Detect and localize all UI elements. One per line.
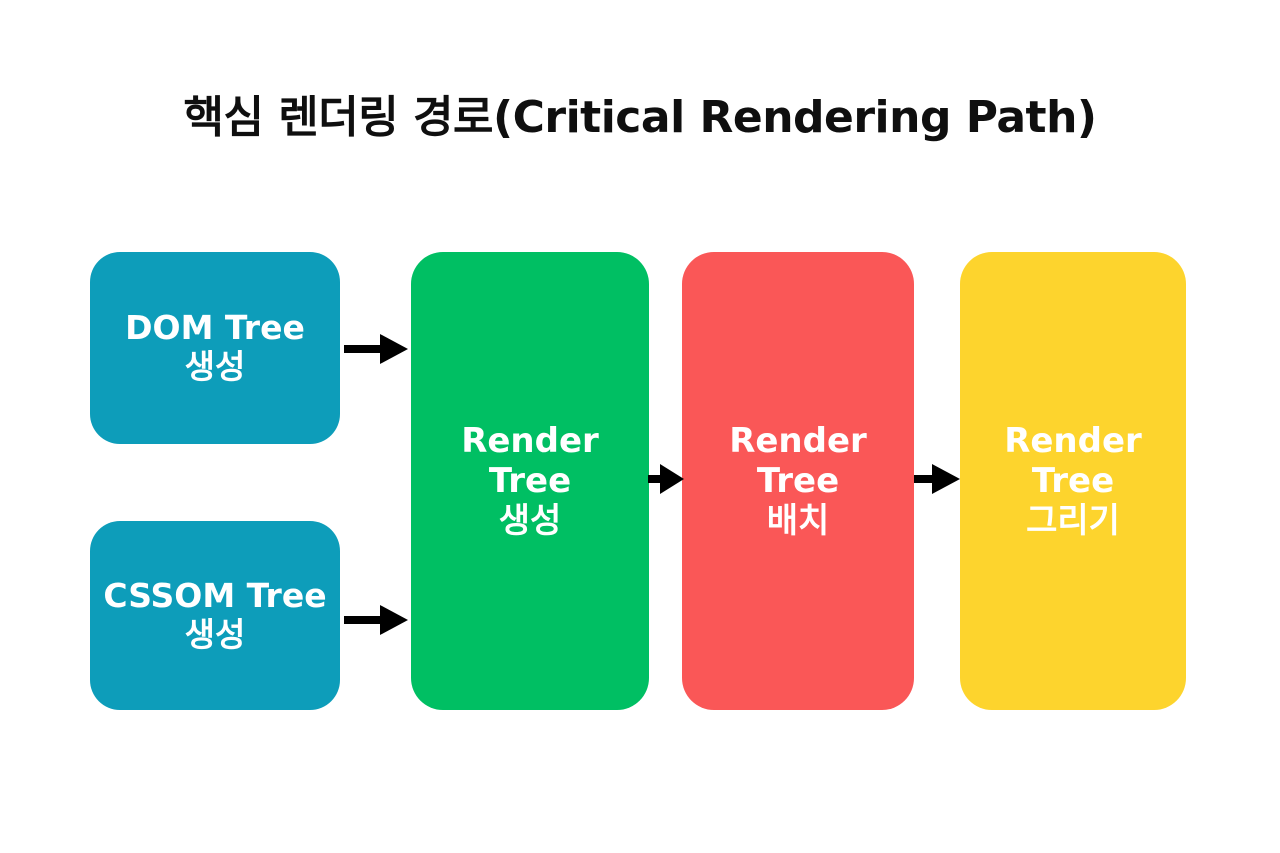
node-render-tree-paint-label-line1: Render bbox=[1004, 420, 1142, 461]
node-render-tree-create-label-line1: Render bbox=[461, 420, 599, 461]
arrow-right-icon-dom-to-render-tree bbox=[344, 334, 408, 364]
arrow-right-icon-cssom-to-render-tree bbox=[344, 605, 408, 635]
node-cssom-tree-label-hangul: 생성 bbox=[184, 614, 246, 654]
node-render-tree-create-label-hangul: 생성 bbox=[498, 501, 562, 542]
node-cssom-tree[interactable]: CSSOM Tree 생성 bbox=[90, 521, 340, 710]
node-render-tree-layout-label-hangul: 배치 bbox=[766, 501, 830, 542]
page-title: 핵심 렌더링 경로(Critical Rendering Path) bbox=[183, 92, 1098, 143]
node-dom-tree-label-latin: DOM Tree bbox=[125, 308, 305, 348]
node-render-tree-layout-label-line2: Tree bbox=[756, 460, 840, 501]
node-dom-tree-label-hangul: 생성 bbox=[184, 347, 246, 386]
arrow-right-icon-create-to-layout bbox=[648, 464, 684, 494]
node-dom-tree[interactable]: DOM Tree 생성 bbox=[90, 252, 340, 444]
node-cssom-tree-label-latin: CSSOM Tree bbox=[103, 575, 327, 615]
node-render-tree-create[interactable]: Render Tree 생성 bbox=[411, 252, 649, 710]
node-render-tree-create-label-line2: Tree bbox=[488, 460, 572, 501]
arrow-right-icon-layout-to-paint bbox=[914, 464, 960, 494]
node-render-tree-paint-label-hangul: 그리기 bbox=[1026, 501, 1120, 542]
node-render-tree-layout[interactable]: Render Tree 배치 bbox=[682, 252, 914, 710]
node-render-tree-paint-label-line2: Tree bbox=[1031, 460, 1115, 501]
node-render-tree-paint[interactable]: Render Tree 그리기 bbox=[960, 252, 1186, 710]
node-render-tree-layout-label-line1: Render bbox=[729, 420, 867, 461]
